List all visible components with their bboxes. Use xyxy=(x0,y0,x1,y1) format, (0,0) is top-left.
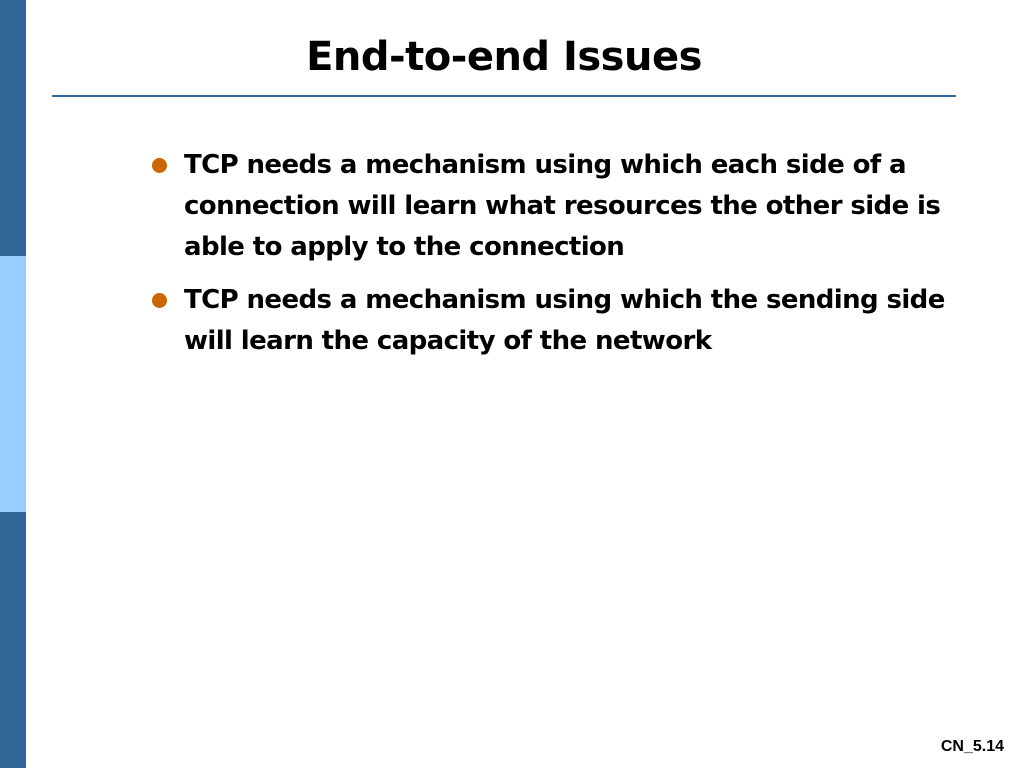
slide-title: End-to-end Issues xyxy=(306,34,702,80)
sidebar-segment-top xyxy=(0,0,26,256)
bullet-text: TCP needs a mechanism using which the se… xyxy=(184,285,945,356)
bullet-text: TCP needs a mechanism using which each s… xyxy=(184,150,941,262)
bullet-dot-icon xyxy=(152,293,167,308)
bullet-dot-icon xyxy=(152,158,167,173)
left-sidebar xyxy=(0,0,26,768)
bullet-item: TCP needs a mechanism using which each s… xyxy=(150,145,950,268)
bullet-item: TCP needs a mechanism using which the se… xyxy=(150,280,950,362)
sidebar-segment-bottom xyxy=(0,512,26,768)
slide-number: CN_5.14 xyxy=(940,738,1004,755)
bullet-list: TCP needs a mechanism using which each s… xyxy=(150,145,950,374)
sidebar-segment-middle xyxy=(0,256,26,512)
title-divider xyxy=(52,95,956,97)
